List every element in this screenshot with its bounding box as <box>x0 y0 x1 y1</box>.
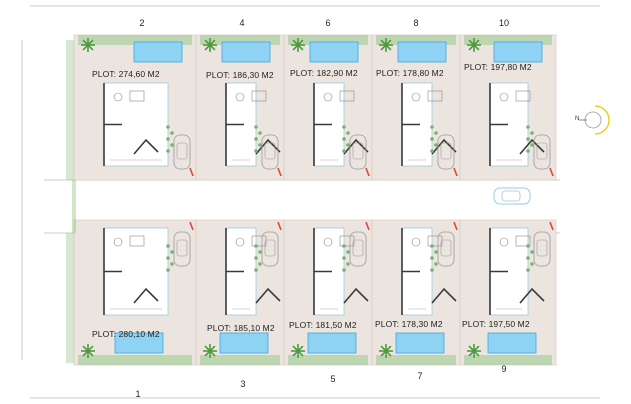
plot-number-1: 1 <box>135 389 141 399</box>
palm-tree-icon <box>291 344 305 358</box>
pool <box>487 332 537 354</box>
pool <box>395 332 445 354</box>
bottom-plot-4 <box>371 219 461 366</box>
house-floor-plan <box>225 82 281 167</box>
plot-area-label-10: PLOT: 197,80 M2 <box>464 62 532 72</box>
palm-tree-icon <box>291 38 305 52</box>
top-plot-4 <box>371 34 461 181</box>
bottom-plot-3 <box>283 219 373 366</box>
house-floor-plan <box>103 227 169 316</box>
car-icon <box>437 231 455 267</box>
car-icon <box>173 134 191 170</box>
north-arrow-icon <box>579 105 610 135</box>
pool <box>397 41 447 63</box>
top-plot-1 <box>73 34 197 181</box>
pool <box>493 41 543 63</box>
plot-area-label-2: PLOT: 274,60 M2 <box>92 69 160 79</box>
car-icon <box>349 231 367 267</box>
bottom-plot-5 <box>459 219 557 366</box>
car-icon <box>261 231 279 267</box>
bottom-plot-2 <box>195 219 285 366</box>
house-floor-plan <box>401 227 457 316</box>
palm-tree-icon <box>467 344 481 358</box>
pool <box>309 41 359 63</box>
car-icon <box>533 231 551 267</box>
pool <box>221 41 271 63</box>
palm-tree-icon <box>379 38 393 52</box>
palm-tree-icon <box>203 38 217 52</box>
palm-tree-icon <box>81 38 95 52</box>
plot-area-label-7: PLOT: 178,30 M2 <box>375 319 443 329</box>
plot-number-10: 10 <box>498 18 509 28</box>
top-plot-2 <box>195 34 285 181</box>
plot-area-label-9: PLOT: 197,50 M2 <box>462 319 530 329</box>
palm-tree-icon <box>203 344 217 358</box>
house-floor-plan <box>313 227 369 316</box>
plot-area-label-3: PLOT: 185,10 M2 <box>207 323 275 333</box>
plot-number-9: 9 <box>501 364 507 374</box>
top-row-plots <box>73 34 557 181</box>
pool <box>133 41 183 63</box>
plot-area-label-4: PLOT: 186,30 M2 <box>206 70 274 80</box>
top-plot-5 <box>459 34 557 181</box>
pool <box>219 332 269 354</box>
palm-tree-icon <box>81 344 95 358</box>
plot-area-label-8: PLOT: 178,80 M2 <box>376 68 444 78</box>
plot-number-8: 8 <box>413 18 419 28</box>
house-floor-plan <box>103 82 169 167</box>
plot-number-6: 6 <box>325 18 331 28</box>
plot-number-3: 3 <box>240 379 246 389</box>
top-plot-3 <box>283 34 373 181</box>
pool <box>307 332 357 354</box>
north-label: N <box>575 116 580 122</box>
house-floor-plan <box>489 82 545 167</box>
parked-car-icon <box>493 187 531 205</box>
palm-tree-icon <box>467 38 481 52</box>
car-icon <box>261 134 279 170</box>
palm-tree-icon <box>379 344 393 358</box>
plot-number-7: 7 <box>417 371 423 381</box>
plot-number-2: 2 <box>139 18 145 28</box>
car-icon <box>349 134 367 170</box>
car-icon <box>173 231 191 267</box>
plot-area-label-5: PLOT: 181,50 M2 <box>289 320 357 330</box>
bottom-row-plots <box>73 219 557 366</box>
plot-number-4: 4 <box>239 18 245 28</box>
car-icon <box>533 134 551 170</box>
house-floor-plan <box>401 82 457 167</box>
house-floor-plan <box>313 82 369 167</box>
left-garden-strip <box>66 40 76 363</box>
plot-area-label-1: PLOT: 280,10 M2 <box>92 329 160 339</box>
plot-area-label-6: PLOT: 182,90 M2 <box>290 68 358 78</box>
plot-number-5: 5 <box>330 374 336 384</box>
car-icon <box>437 134 455 170</box>
bottom-plot-1 <box>73 219 197 366</box>
pool <box>114 332 164 354</box>
